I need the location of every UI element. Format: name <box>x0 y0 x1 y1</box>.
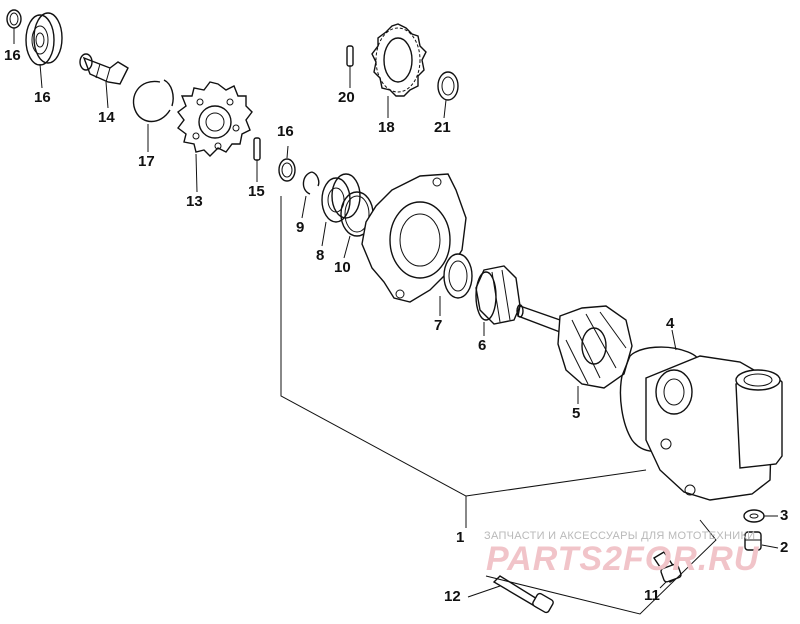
part-label-3: 3 <box>780 507 789 524</box>
part-13-gear <box>177 81 253 157</box>
part-9-clip <box>302 171 320 195</box>
part-label-11: 11 <box>644 587 660 604</box>
part-16-oring-left <box>6 9 22 29</box>
part-label-14: 14 <box>98 109 115 126</box>
part-7-housing-cover <box>361 173 473 303</box>
part-label-2: 2 <box>780 539 789 556</box>
part-label-16-mid: 16 <box>277 123 294 140</box>
part-label-10: 10 <box>334 259 351 276</box>
part-label-1: 1 <box>456 529 465 546</box>
part-label-15: 15 <box>248 183 265 200</box>
watermark-caption: ЗАПЧАСТИ И АКСЕССУАРЫ ДЛЯ МОТОТЕХНИКИ <box>484 530 756 542</box>
part-label-17: 16 <box>34 89 51 106</box>
leader-lines <box>13 28 779 598</box>
part-label-13: 13 <box>186 193 203 210</box>
part-label-12: 12 <box>444 588 461 605</box>
part-label-9: 9 <box>296 219 305 236</box>
part-8-bearing <box>321 173 361 223</box>
part-label-16-left: 16 <box>4 47 21 64</box>
part-label-20: 20 <box>338 89 355 106</box>
part-16-oring-mid <box>278 158 296 182</box>
part-6-seal <box>475 265 521 325</box>
pump-body <box>645 355 783 501</box>
part-label-5: 5 <box>572 405 581 422</box>
part-label-19: 18 <box>378 119 395 136</box>
assembly-bracket-line <box>280 196 717 615</box>
part-20-pin <box>346 45 354 67</box>
part-label-21: 21 <box>434 119 451 136</box>
part-label-8: 8 <box>316 247 325 264</box>
part-2-bolt <box>744 531 762 551</box>
part-21-oring <box>437 71 459 101</box>
part-3-washer <box>743 509 765 523</box>
watermark-logo: PARTS2FOR.RU <box>486 540 760 578</box>
part-19-gear <box>371 23 427 97</box>
part-label-6: 6 <box>478 337 487 354</box>
part-label-4: 4 <box>666 315 675 332</box>
part-5-impeller <box>516 304 633 389</box>
part-18-circlip <box>132 79 174 123</box>
part-17-bearing <box>25 12 63 66</box>
part-15-pin <box>253 137 261 161</box>
part-11-bolt <box>653 551 682 583</box>
part-label-7: 7 <box>434 317 443 334</box>
part-label-18: 17 <box>138 153 155 170</box>
part-14-shaft <box>79 53 129 85</box>
part-12-long-bolt <box>492 575 554 614</box>
